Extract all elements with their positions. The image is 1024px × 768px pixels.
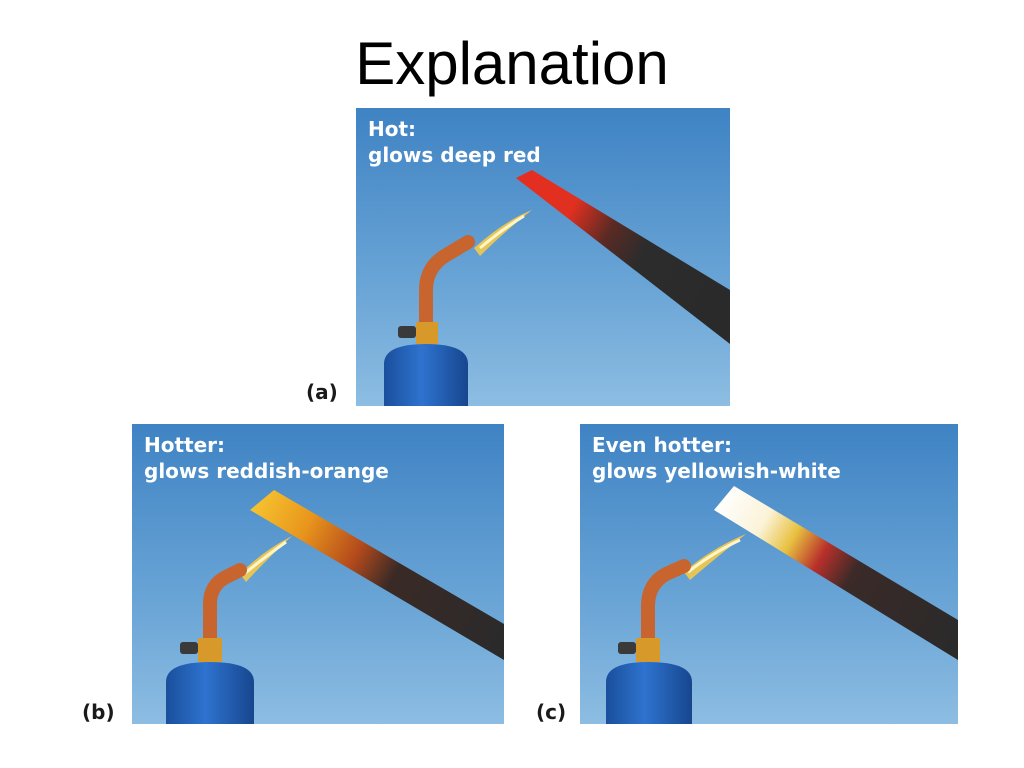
gas-canister (166, 662, 254, 724)
gas-canister (606, 662, 692, 724)
heated-metal-bar (250, 490, 504, 660)
caption-description: glows reddish-orange (144, 459, 389, 483)
panel-label-b: (b) (82, 700, 115, 724)
caption-heading: Hotter: (144, 433, 226, 457)
brass-valve (416, 322, 438, 344)
torch-heating-bar-illustration (356, 108, 730, 406)
heated-metal-bar (714, 486, 958, 660)
caption-hotter: Hotter: glows reddish-orange (144, 432, 389, 484)
gas-canister (384, 344, 468, 406)
copper-nozzle (203, 563, 247, 653)
torch-heating-bar-illustration (580, 424, 958, 724)
photo-panel-hotter: Hotter: glows reddish-orange (132, 424, 504, 724)
caption-description: glows yellowish-white (592, 459, 841, 483)
torch-heating-bar-illustration (132, 424, 504, 724)
valve-knob (180, 642, 198, 654)
caption-description: glows deep red (368, 143, 541, 167)
panel-label-c: (c) (536, 700, 567, 724)
copper-nozzle (419, 235, 475, 335)
flame-core (479, 214, 525, 250)
copper-nozzle (641, 559, 691, 653)
brass-valve (198, 638, 222, 662)
caption-even-hotter: Even hotter: glows yellowish-white (592, 432, 841, 484)
flame-core (687, 538, 741, 574)
heated-metal-bar (516, 170, 730, 344)
valve-knob (398, 326, 416, 338)
photo-panel-even-hotter: Even hotter: glows yellowish-white (580, 424, 958, 724)
valve-knob (618, 642, 636, 654)
flame-core (243, 540, 287, 576)
brass-valve (636, 638, 660, 662)
panel-label-a: (a) (306, 380, 338, 404)
caption-hot: Hot: glows deep red (368, 116, 541, 168)
caption-heading: Even hotter: (592, 433, 732, 457)
photo-panel-hot: Hot: glows deep red (356, 108, 730, 406)
caption-heading: Hot: (368, 117, 417, 141)
slide-title: Explanation (355, 30, 669, 97)
